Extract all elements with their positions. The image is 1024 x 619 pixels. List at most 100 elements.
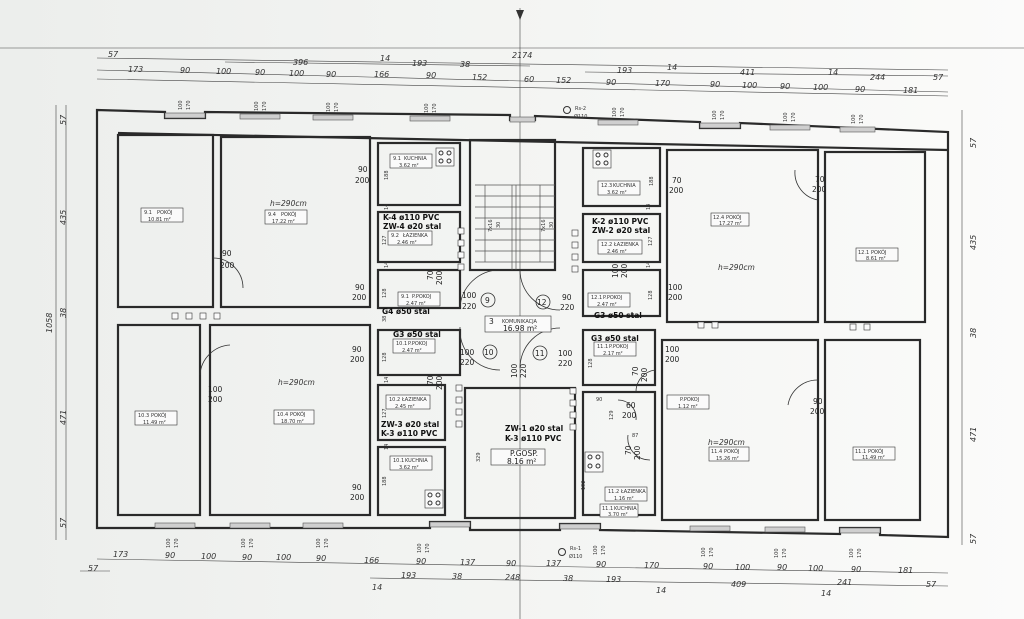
ventilation-ducts: [171, 227, 871, 431]
svg-text:9.1: 9.1: [401, 294, 409, 300]
dim-text: 244: [870, 73, 885, 82]
svg-text:KUCHNIA: KUCHNIA: [404, 156, 427, 162]
install-note: K-4 ø110 PVC: [383, 213, 440, 222]
window-width: 100: [178, 100, 184, 110]
window: [239, 113, 281, 120]
dim-text: 90: [596, 397, 602, 403]
svg-text:3.62 m²: 3.62 m²: [399, 163, 419, 169]
left-dimensions: 57 435 38 471 57 1058: [45, 114, 68, 528]
svg-text:11.49 m²: 11.49 m²: [143, 420, 166, 426]
dim-text: 14: [656, 586, 666, 595]
stove-icon: [592, 149, 612, 169]
dim-text: 57: [969, 137, 978, 148]
window-width: 100: [254, 101, 260, 111]
dim-text: 100: [742, 81, 757, 90]
dim-text: 100: [276, 553, 291, 562]
dim-text: 409: [731, 580, 746, 589]
window-height: 170: [859, 114, 865, 124]
door-number: 9: [485, 296, 490, 305]
install-note: K-2 ø110 PVC: [592, 217, 649, 226]
staircase: 7x16 30 7x16 30: [475, 184, 555, 270]
svg-text:3.62 m²: 3.62 m²: [607, 190, 627, 196]
stove-icon: [435, 147, 455, 167]
stair-width: 30: [496, 222, 502, 228]
door-width: 90: [355, 283, 365, 292]
dim-text: 90: [703, 562, 713, 571]
window-height: 170: [709, 547, 715, 557]
svg-text:8.61 m²: 8.61 m²: [866, 256, 886, 262]
svg-text:2.47 m²: 2.47 m²: [402, 348, 422, 354]
svg-text:16.98 m²: 16.98 m²: [503, 324, 537, 333]
dim-text: 90: [180, 66, 190, 75]
svg-text:9.1: 9.1: [393, 156, 401, 162]
window-width: 100: [316, 538, 322, 548]
dim-text: 14: [828, 68, 838, 77]
top-dimension-lines: [96, 57, 949, 97]
top-dimensions: 57 2174 396 14 193 38 193 14 411 14 244 …: [108, 50, 944, 95]
dim-text: 90: [242, 553, 252, 562]
svg-text:11.2: 11.2: [608, 489, 619, 495]
door-height: 220: [560, 303, 575, 312]
svg-text:P.POKOJ: P.POKOJ: [412, 294, 431, 300]
window-width: 100: [326, 102, 332, 112]
svg-text:3: 3: [489, 317, 494, 326]
door-height: 220: [558, 359, 573, 368]
svg-text:2.45 m²: 2.45 m²: [395, 404, 415, 410]
svg-text:10.1: 10.1: [393, 458, 404, 464]
dim-text: 127: [648, 236, 654, 246]
svg-text:P.POKOJ: P.POKOJ: [408, 341, 427, 347]
door-height: 200: [622, 411, 637, 420]
svg-text:10.1: 10.1: [396, 341, 407, 347]
door-height: 200: [435, 375, 444, 390]
window: [597, 119, 639, 126]
svg-text:2.46 m²: 2.46 m²: [607, 249, 627, 255]
bottom-dimensions: 173 90 100 90 100 90 166 90 137 90 137 9…: [88, 550, 937, 598]
stove-icons: [424, 147, 612, 509]
svg-text:POKÓJ: POKÓJ: [151, 412, 166, 419]
install-note: ZW-3 ø20 stal: [381, 420, 439, 429]
dim-text: 170: [644, 561, 659, 570]
install-note: ZW-1 ø20 stal: [505, 424, 563, 433]
door-width: 90: [352, 483, 362, 492]
dim-text: 14: [646, 204, 652, 210]
dim-text: 241: [837, 578, 852, 587]
dim-text: 38: [382, 316, 388, 322]
door-height: 200: [669, 186, 684, 195]
door-width: 90: [562, 293, 572, 302]
door-width: 70: [426, 270, 435, 280]
window: [509, 116, 536, 123]
window-width: 100: [166, 538, 172, 548]
dim-text: 128: [382, 352, 388, 362]
ceiling-height: h=290cm: [278, 378, 315, 387]
window-height: 170: [432, 103, 438, 113]
dim-text: 128: [588, 358, 594, 368]
window-width: 100: [593, 545, 599, 555]
svg-text:KOMUNIKACJA: KOMUNIKACJA: [502, 319, 538, 325]
install-note: G4 ø50 stal: [382, 307, 430, 316]
door-width: 90: [352, 345, 362, 354]
dim-text: 14: [380, 54, 390, 63]
door-width: 100: [460, 348, 475, 357]
dim-text: 57: [59, 114, 68, 125]
door-height: 200: [640, 367, 649, 382]
